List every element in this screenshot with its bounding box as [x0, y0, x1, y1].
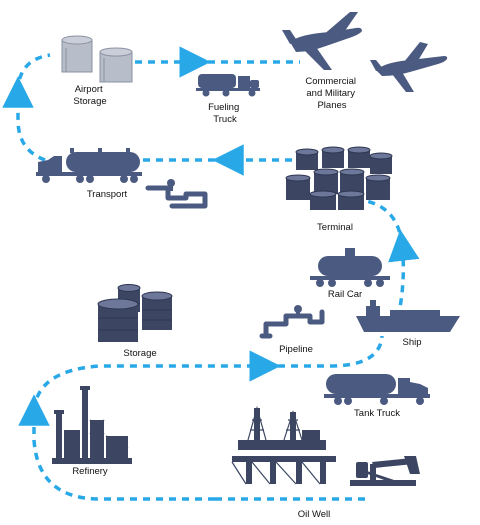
label-pipeline: Pipeline: [279, 344, 313, 355]
label-transport: Transport: [87, 189, 128, 200]
flow-segment-refinery-to-ship: [32, 350, 281, 411]
commercial-plane-icon: [282, 12, 362, 70]
offshore-platform-icon: [232, 408, 336, 484]
fueling-truck-icon: [196, 74, 260, 97]
flow-path: [2, 46, 420, 501]
pipeline-valve-handle-icon: [167, 179, 175, 191]
pipeline-icon: [259, 309, 325, 339]
refinery-structure-icon: [89, 419, 129, 449]
rail-car-icon: [310, 248, 390, 287]
flow-segment-refinery-return: [18, 394, 215, 501]
label-terminal: Terminal: [317, 222, 353, 233]
tank-truck-icon: [324, 374, 430, 405]
label-tank-truck: Tank Truck: [354, 408, 400, 419]
pipeline-valve-wheel-icon: [294, 305, 302, 317]
label-oil-well: Oil Well: [298, 509, 331, 520]
storage-tanks-icon: [97, 284, 173, 342]
flow-segment-terminal-connect: [359, 198, 404, 246]
terminal-tanks-icon: [285, 146, 393, 210]
pipeline-valve-icon: [145, 185, 208, 209]
transport-tanker-truck-icon: [36, 148, 142, 183]
flow-segment-transport-to-airport: [2, 76, 46, 162]
label-refinery: Refinery: [72, 466, 108, 477]
label-fueling-truck: Fueling Truck: [208, 102, 242, 125]
flow-segment-ship-to-terminal: [388, 229, 420, 319]
pump-jack-icon: [350, 456, 420, 486]
label-storage: Storage: [123, 348, 156, 359]
ship-icon: [356, 300, 460, 332]
offshore-derrick-lattice-icon: [231, 405, 321, 485]
military-plane-icon: [370, 42, 448, 92]
label-airport-storage: Airport Storage: [73, 84, 106, 107]
label-planes: Commercial and Military Planes: [305, 76, 358, 111]
airport-storage-tanks-icon: [61, 35, 133, 83]
flow-segment-ship-connect: [265, 335, 384, 368]
refinery-icon: [52, 386, 132, 464]
label-ship: Ship: [402, 337, 421, 348]
label-rail-car: Rail Car: [328, 289, 362, 300]
flow-segment-airport-connect: [16, 53, 51, 93]
